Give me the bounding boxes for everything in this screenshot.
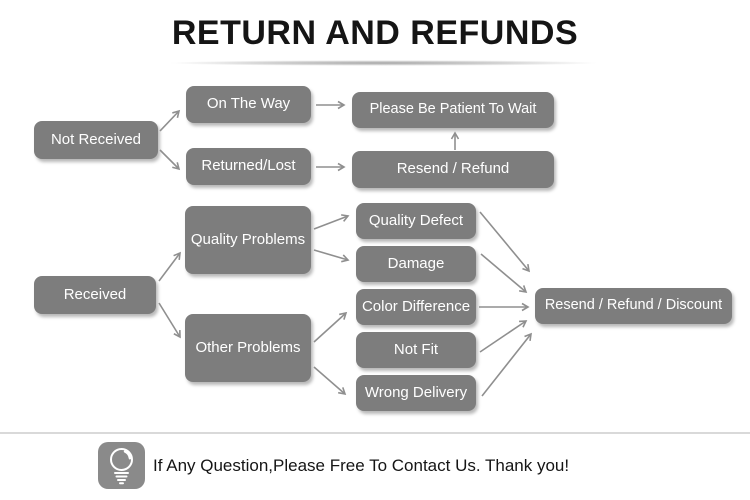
node-quality-defect: Quality Defect <box>356 203 476 239</box>
edge-not-received-returned-lost <box>159 149 181 171</box>
node-please-wait: Please Be Patient To Wait <box>352 92 554 128</box>
node-damage: Damage <box>356 246 476 282</box>
node-received: Received <box>34 276 156 314</box>
edge-received-quality-problems <box>158 251 181 282</box>
node-not-fit: Not Fit <box>356 332 476 368</box>
footer-message: If Any Question,Please Free To Contact U… <box>153 455 570 475</box>
node-resend-refund-discount: Resend / Refund / Discount <box>535 288 732 324</box>
edge-other-problems-color-difference <box>313 311 348 343</box>
edge-quality-problems-damage <box>313 249 350 263</box>
edge-wrong-delivery-final <box>481 332 532 397</box>
edge-quality-defect-final <box>479 211 531 273</box>
node-returned-lost: Returned/Lost <box>186 148 311 185</box>
edge-damage-final <box>480 253 528 294</box>
footer-divider <box>0 432 750 434</box>
node-wrong-delivery: Wrong Delivery <box>356 375 476 411</box>
edge-not-received-on-the-way <box>159 109 181 132</box>
node-quality-problems: Quality Problems <box>185 206 311 274</box>
edge-other-problems-wrong-delivery <box>313 366 347 396</box>
node-other-problems: Other Problems <box>185 314 311 382</box>
light-bulb-icon <box>98 442 145 489</box>
edge-received-other-problems <box>158 302 181 339</box>
node-not-received: Not Received <box>34 121 158 159</box>
node-on-the-way: On The Way <box>186 86 311 123</box>
node-color-difference: Color Difference <box>356 289 476 325</box>
edge-not-fit-final <box>479 320 528 353</box>
edge-quality-problems-quality-defect <box>313 214 350 230</box>
title-underline <box>160 60 607 66</box>
node-resend-refund: Resend / Refund <box>352 151 554 188</box>
page-title: RETURN AND REFUNDS <box>171 14 579 52</box>
